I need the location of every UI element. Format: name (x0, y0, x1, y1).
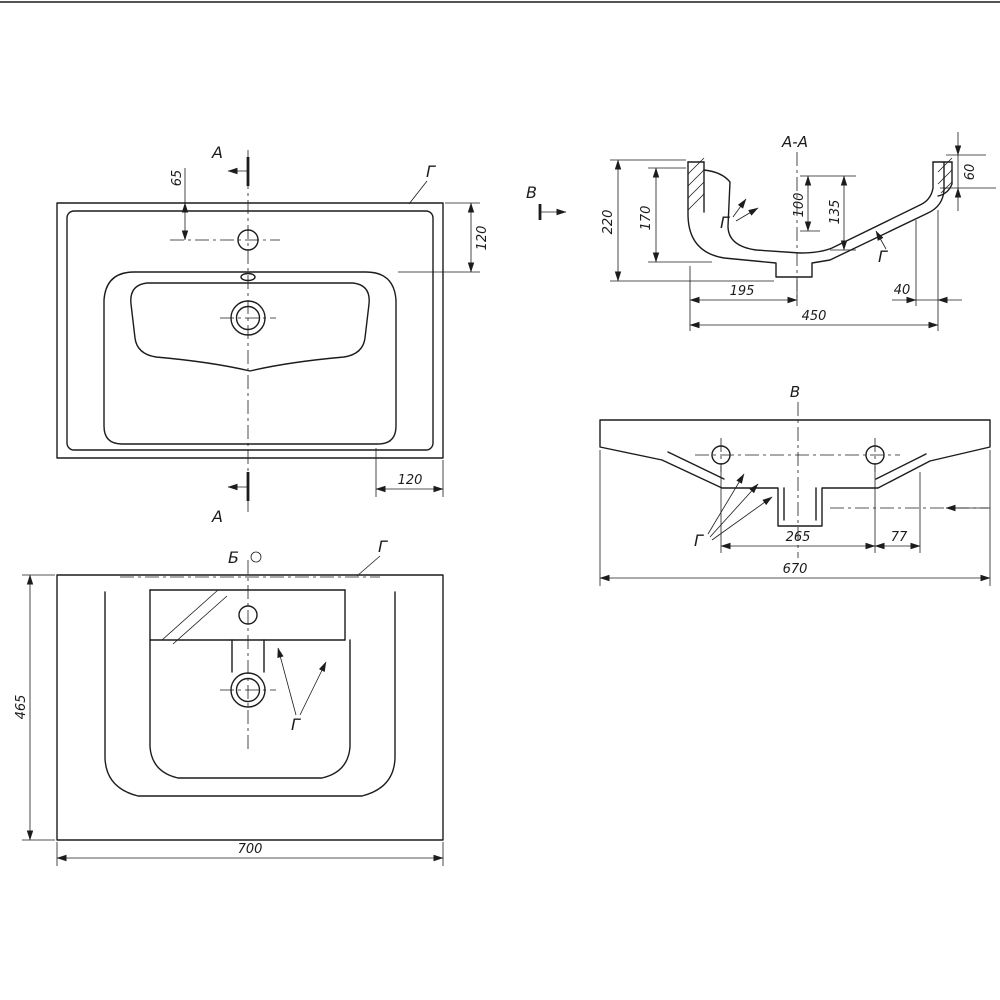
g-leader-section-left1 (732, 198, 747, 218)
bottom-view-title: Б (228, 548, 239, 567)
g-label-bottom-top: Г (378, 537, 388, 556)
g-leader-bottom-top (356, 555, 381, 577)
overflow-band-diag1 (161, 589, 219, 641)
dim-195-label: 195 (730, 284, 755, 299)
faucet-hole-bottom (238, 605, 258, 625)
front-view-title: В (790, 383, 800, 401)
hatching-right (937, 157, 953, 194)
hatching-left (687, 157, 705, 211)
dim-265-label: 265 (786, 530, 811, 545)
g-label-section-right: Г (878, 247, 888, 266)
g-leader-section-right (875, 230, 887, 250)
drain-hole-inner (235, 305, 261, 331)
overflow-band-diag2 (172, 595, 228, 645)
g-leader-section-left2 (735, 207, 759, 222)
view-b-mark: В (526, 183, 537, 202)
bottom-outer-edge (56, 574, 444, 841)
g-leader-front3 (711, 496, 773, 541)
g-label-top-view: Г (426, 162, 436, 181)
dim-60-label: 60 (963, 164, 978, 181)
bottom-view: Б Г Г 465 700 (14, 537, 444, 866)
bottom-shell-inner (149, 639, 351, 779)
g-leader-front2 (709, 483, 759, 538)
dim-135-label: 135 (828, 200, 843, 225)
front-outline (599, 419, 991, 527)
front-view: В Г 265 77 670 (599, 383, 991, 586)
section-label-bottom: А (211, 507, 223, 526)
basin-outer-edge (56, 202, 444, 459)
section-view: А-А В 220 170 (526, 132, 996, 331)
g-leader-top-view (408, 180, 428, 205)
section-inner-profile (703, 161, 934, 254)
g-leader-bottom-inner2 (299, 661, 327, 716)
basin-rim-edge (66, 210, 434, 451)
section-label-top: А (211, 143, 223, 162)
faucet-hole (237, 229, 259, 251)
datum-circle-icon (250, 551, 262, 563)
dim-670-label: 670 (783, 562, 808, 577)
dim-700-label: 700 (238, 842, 263, 857)
section-outer-profile (687, 161, 945, 278)
dim-450-label: 450 (802, 309, 827, 324)
dim-120b-label: 120 (398, 473, 423, 488)
dim-77-label: 77 (891, 530, 908, 545)
section-overflow-hook (937, 161, 953, 197)
dim-220-label: 220 (601, 210, 616, 235)
bottom-shell-outer (104, 591, 396, 797)
section-title: А-А (781, 133, 808, 151)
g-leader-front1 (707, 473, 745, 535)
dim-65-label: 65 (170, 170, 185, 187)
drain-hole-bottom-inner (235, 677, 261, 703)
overflow-slot (240, 272, 256, 282)
g-label-bottom-inner: Г (291, 715, 301, 734)
bowl-outline (103, 271, 397, 445)
dim-120r-label: 120 (475, 226, 490, 251)
front-inner-edge-right (875, 453, 927, 480)
g-label-front: Г (694, 531, 704, 550)
g-leader-bottom-inner1 (277, 647, 297, 716)
bowl-ledge-outline (130, 282, 370, 372)
g-label-section-left: Г (720, 213, 730, 232)
dim-40-label: 40 (894, 283, 911, 298)
front-inner-edge-left (667, 451, 725, 480)
dim-170-label: 170 (639, 206, 654, 231)
top-view: А А Г 65 120 120 (56, 143, 490, 526)
dim-100-label: 100 (792, 193, 807, 218)
dim-465-label: 465 (14, 695, 29, 720)
